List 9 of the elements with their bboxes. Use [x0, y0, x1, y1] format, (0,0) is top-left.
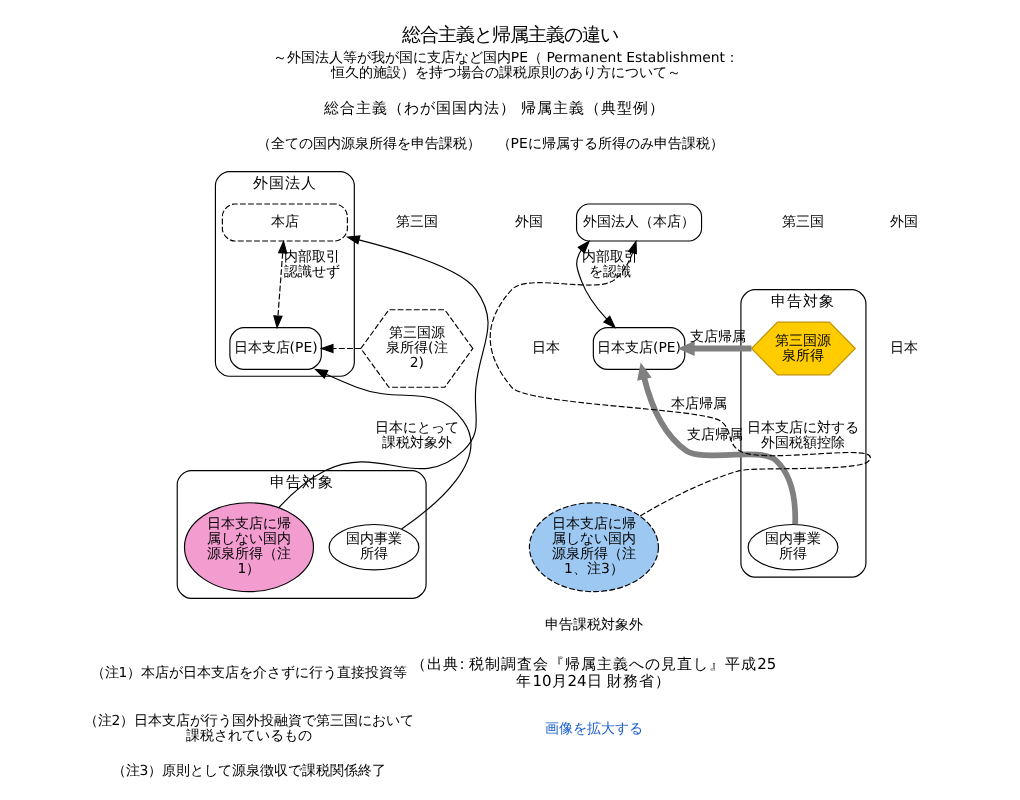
arrow	[677, 341, 752, 356]
arrow	[313, 368, 472, 530]
arrow	[576, 240, 617, 329]
arrow	[489, 239, 871, 517]
arrow	[273, 239, 288, 330]
arrow	[637, 362, 799, 525]
arrow	[319, 343, 362, 354]
diagram-title: 総合主義と帰属主義の違い	[402, 24, 618, 47]
arrow	[278, 235, 489, 509]
